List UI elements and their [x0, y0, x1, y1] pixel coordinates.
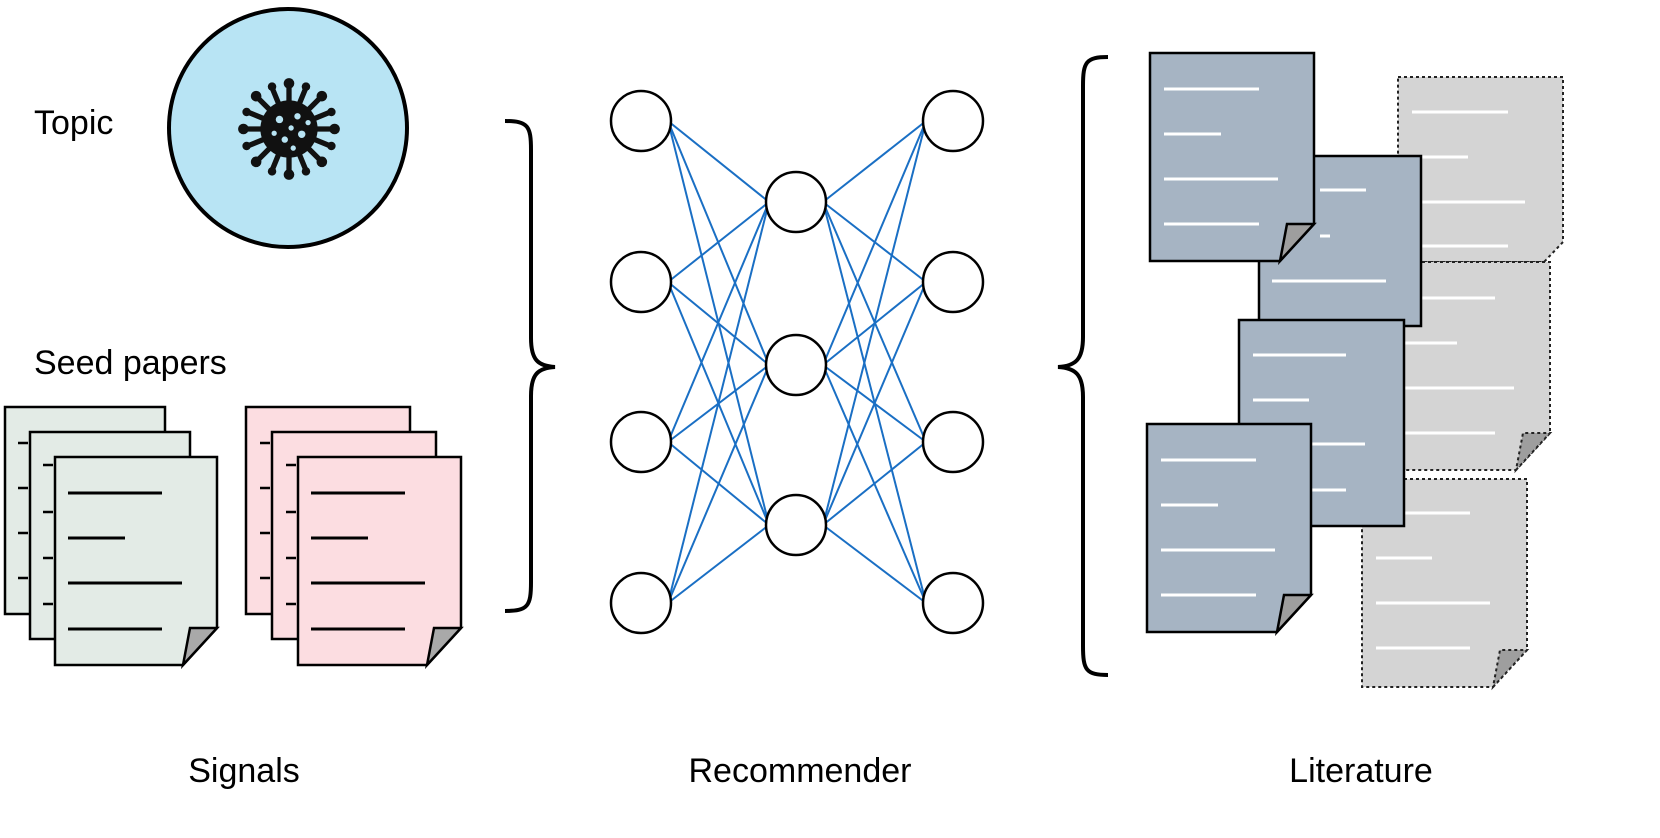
seed-papers-stack-green [3, 405, 220, 670]
network-edge [822, 281, 927, 526]
network-edge [667, 120, 770, 203]
network-edge [667, 201, 770, 443]
network-edge [822, 120, 927, 366]
network-node [921, 89, 985, 153]
literature-doc-gray-3 [1361, 478, 1530, 691]
network-node [609, 89, 673, 153]
network-edges [667, 120, 927, 604]
network-nodes [609, 89, 985, 635]
literature-doc-blue-1 [1148, 51, 1317, 266]
network-node [609, 571, 673, 635]
recommender-caption: Recommender [689, 752, 912, 790]
network-node [764, 170, 828, 234]
seed-paper-green-front [53, 455, 220, 670]
network-edge [822, 120, 927, 203]
seed-paper-pink-front [296, 455, 464, 670]
network-edge [822, 441, 927, 526]
network-node [921, 410, 985, 474]
network-edge [667, 524, 770, 604]
network-edge [667, 201, 770, 604]
signals-brace [504, 119, 556, 613]
literature-doc-blue-4 [1145, 422, 1314, 637]
network-node [609, 410, 673, 474]
seed-papers-label: Seed papers [34, 344, 227, 382]
literature-doc-gray-2 [1385, 261, 1553, 474]
network-edge [667, 364, 770, 604]
seed-papers-stack-pink [244, 405, 464, 670]
literature-caption: Literature [1289, 752, 1433, 790]
network-node [764, 333, 828, 397]
topic-label: Topic [34, 104, 113, 142]
literature-brace [1057, 55, 1109, 677]
network-edge [822, 120, 927, 526]
network-node [764, 493, 828, 557]
network-edge [822, 524, 927, 604]
network-edge [667, 201, 770, 283]
signals-caption: Signals [188, 752, 300, 790]
literature-doc-gray-1 [1397, 76, 1564, 263]
virus-icon [238, 78, 340, 180]
network-node [609, 250, 673, 314]
network-node [921, 250, 985, 314]
network-node [921, 571, 985, 635]
